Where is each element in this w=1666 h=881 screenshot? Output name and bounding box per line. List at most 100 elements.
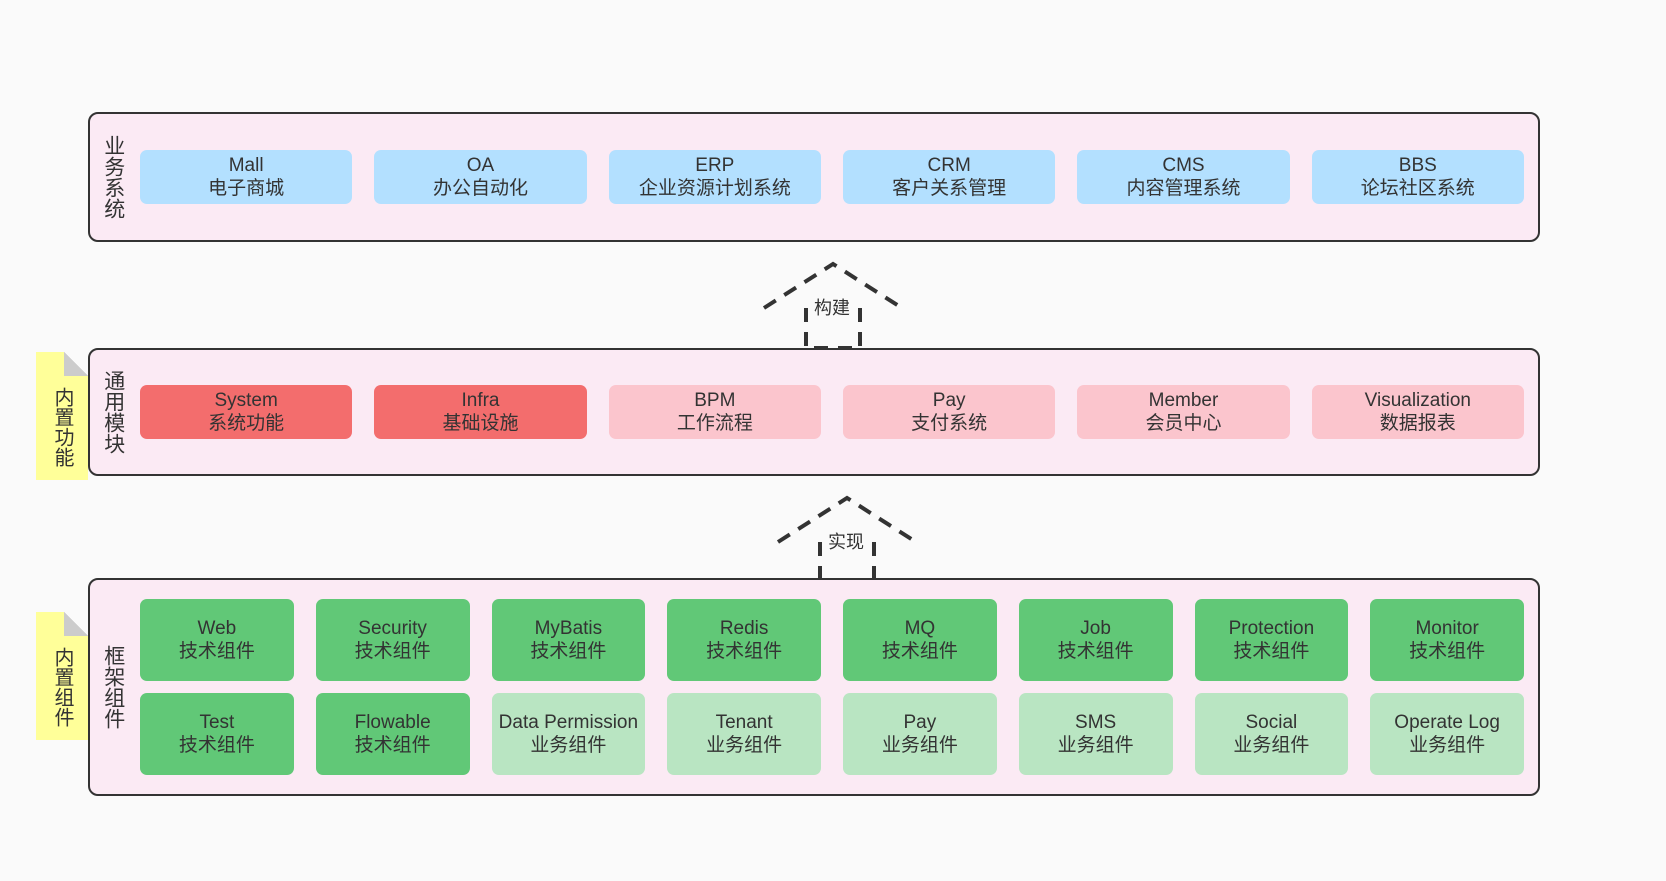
node-title: Protection <box>1228 617 1315 639</box>
sticky-note-builtin-component[interactable]: 内置组件 <box>36 612 88 740</box>
node-mq[interactable]: MQ 技术组件 <box>843 599 997 681</box>
node-title: MQ <box>904 617 936 639</box>
node-bpm[interactable]: BPM 工作流程 <box>608 384 821 440</box>
node-row: Test 技术组件 Flowable 技术组件 Data Permission … <box>140 693 1524 775</box>
node-title: Pay <box>932 389 966 411</box>
layer-body-business-system: Mall 电子商城 OA 办公自动化 ERP 企业资源计划系统 CRM 客户关系… <box>136 114 1538 240</box>
node-operate-log[interactable]: Operate Log 业务组件 <box>1370 693 1524 775</box>
node-title: Infra <box>461 389 500 411</box>
node-subtitle: 业务组件 <box>530 735 607 756</box>
node-title: Visualization <box>1364 389 1471 411</box>
node-title: Monitor <box>1415 617 1479 639</box>
node-data-permission[interactable]: Data Permission 业务组件 <box>491 693 646 775</box>
node-subtitle: 系统功能 <box>208 413 285 434</box>
node-bbs[interactable]: BBS 论坛社区系统 <box>1311 149 1524 205</box>
node-pay-module[interactable]: Pay 支付系统 <box>842 384 1056 440</box>
node-subtitle: 技术组件 <box>706 641 783 662</box>
node-cms[interactable]: CMS 内容管理系统 <box>1077 149 1290 205</box>
node-job[interactable]: Job 技术组件 <box>1018 599 1173 681</box>
node-monitor[interactable]: Monitor 技术组件 <box>1370 599 1524 681</box>
layer-common-module[interactable]: 通用模块 System 系统功能 Infra 基础设施 BPM 工作流程 Pay… <box>88 348 1540 476</box>
node-subtitle: 技术组件 <box>178 641 255 662</box>
dashed-generalization-arrow-icon <box>762 261 904 350</box>
node-mall[interactable]: Mall 电子商城 <box>140 149 353 205</box>
node-title: Social <box>1245 711 1298 733</box>
node-subtitle: 技术组件 <box>881 641 958 662</box>
node-redis[interactable]: Redis 技术组件 <box>667 599 821 681</box>
node-title: Pay <box>903 711 937 733</box>
layer-body-common-module: System 系统功能 Infra 基础设施 BPM 工作流程 Pay 支付系统… <box>136 350 1538 474</box>
node-subtitle: 数据报表 <box>1379 413 1456 434</box>
node-row: Mall 电子商城 OA 办公自动化 ERP 企业资源计划系统 CRM 客户关系… <box>140 149 1524 205</box>
node-title: Test <box>199 711 235 733</box>
node-title: Member <box>1148 389 1219 411</box>
node-subtitle: 办公自动化 <box>432 178 528 199</box>
node-pay-component[interactable]: Pay 业务组件 <box>843 693 997 775</box>
node-title: Web <box>197 617 237 639</box>
layer-body-framework-component: Web 技术组件 Security 技术组件 MyBatis 技术组件 Redi… <box>136 580 1538 794</box>
node-erp[interactable]: ERP 企业资源计划系统 <box>608 149 821 205</box>
node-subtitle: 内容管理系统 <box>1126 178 1241 199</box>
node-title: Security <box>358 617 427 639</box>
node-security[interactable]: Security 技术组件 <box>315 599 470 681</box>
sticky-note-label: 内置功能 <box>51 387 73 467</box>
sticky-note-builtin-function[interactable]: 内置功能 <box>36 352 88 480</box>
node-subtitle: 基础设施 <box>442 413 519 434</box>
layer-title-common-module: 通用模块 <box>101 370 125 454</box>
node-title: CRM <box>927 154 971 176</box>
node-title: Mall <box>228 154 264 176</box>
node-web[interactable]: Web 技术组件 <box>140 599 294 681</box>
node-subtitle: 业务组件 <box>706 735 783 756</box>
node-flowable[interactable]: Flowable 技术组件 <box>315 693 470 775</box>
node-subtitle: 技术组件 <box>1233 641 1310 662</box>
node-subtitle: 论坛社区系统 <box>1360 178 1475 199</box>
node-subtitle: 技术组件 <box>354 735 431 756</box>
node-subtitle: 客户关系管理 <box>892 178 1007 199</box>
node-subtitle: 电子商城 <box>208 178 285 199</box>
node-subtitle: 支付系统 <box>911 413 988 434</box>
node-tenant[interactable]: Tenant 业务组件 <box>667 693 821 775</box>
node-oa[interactable]: OA 办公自动化 <box>374 149 587 205</box>
node-title: Job <box>1080 617 1111 639</box>
node-sms[interactable]: SMS 业务组件 <box>1018 693 1173 775</box>
node-protection[interactable]: Protection 技术组件 <box>1194 599 1349 681</box>
node-subtitle: 技术组件 <box>1057 641 1134 662</box>
node-title: System <box>214 389 278 411</box>
layer-title-business-system: 业务系统 <box>101 135 125 219</box>
node-title: Redis <box>719 617 769 639</box>
node-title: Flowable <box>354 711 431 733</box>
sticky-note-label: 内置组件 <box>51 647 73 727</box>
node-subtitle: 业务组件 <box>1233 735 1310 756</box>
dashed-generalization-arrow-icon <box>776 495 918 584</box>
connector-build-label: 构建 <box>814 298 850 318</box>
layer-business-system[interactable]: 业务系统 Mall 电子商城 OA 办公自动化 ERP 企业资源计划系统 CRM… <box>88 112 1540 242</box>
node-visualization[interactable]: Visualization 数据报表 <box>1311 384 1524 440</box>
node-title: CMS <box>1162 154 1205 176</box>
node-subtitle: 技术组件 <box>354 641 431 662</box>
layer-title-framework-component: 框架组件 <box>101 645 125 729</box>
node-member[interactable]: Member 会员中心 <box>1077 384 1290 440</box>
node-subtitle: 技术组件 <box>1409 641 1486 662</box>
node-infra[interactable]: Infra 基础设施 <box>374 384 587 440</box>
node-row: System 系统功能 Infra 基础设施 BPM 工作流程 Pay 支付系统… <box>140 384 1524 440</box>
node-title: SMS <box>1075 711 1117 733</box>
node-test[interactable]: Test 技术组件 <box>140 693 294 775</box>
connector-implement-label: 实现 <box>828 532 864 552</box>
node-subtitle: 企业资源计划系统 <box>638 178 791 199</box>
node-title: Data Permission <box>498 711 639 733</box>
node-subtitle: 业务组件 <box>1057 735 1134 756</box>
node-title: BPM <box>694 389 736 411</box>
node-title: Operate Log <box>1394 711 1500 733</box>
node-row: Web 技术组件 Security 技术组件 MyBatis 技术组件 Redi… <box>140 599 1524 681</box>
node-subtitle: 业务组件 <box>1409 735 1486 756</box>
node-title: BBS <box>1398 154 1437 176</box>
node-system[interactable]: System 系统功能 <box>140 384 353 440</box>
connector-build: 构建 <box>758 258 908 350</box>
node-crm[interactable]: CRM 客户关系管理 <box>842 149 1056 205</box>
node-mybatis[interactable]: MyBatis 技术组件 <box>491 599 646 681</box>
node-title: Tenant <box>715 711 773 733</box>
layer-framework-component[interactable]: 框架组件 Web 技术组件 Security 技术组件 MyBatis 技术组件… <box>88 578 1540 796</box>
node-social[interactable]: Social 业务组件 <box>1194 693 1349 775</box>
node-subtitle: 技术组件 <box>530 641 607 662</box>
